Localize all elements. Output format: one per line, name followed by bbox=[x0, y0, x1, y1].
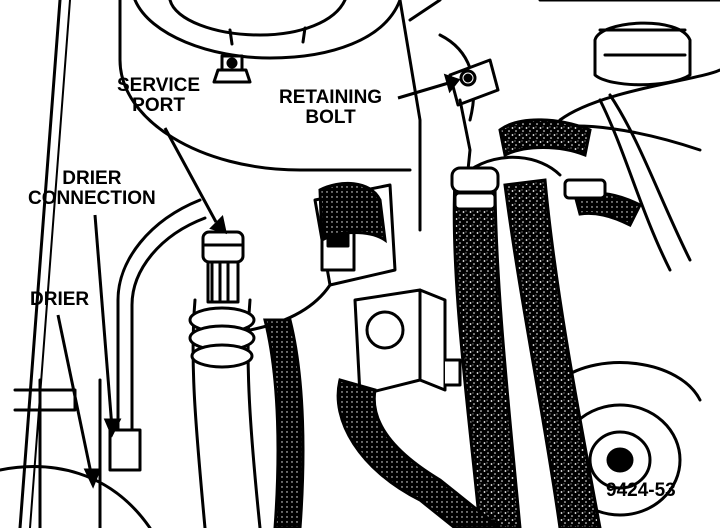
service-port-label-line1: SERVICE bbox=[117, 75, 201, 96]
drier-label-text: DRIER bbox=[30, 289, 90, 310]
service-port-label-line2: PORT bbox=[132, 95, 185, 116]
figure-code: 9424-53 bbox=[606, 480, 676, 501]
retaining-bolt-label: RETAINING BOLT bbox=[279, 88, 382, 128]
valve-block bbox=[313, 183, 462, 397]
drier-leader bbox=[56, 314, 94, 479]
textured-hoses bbox=[263, 118, 643, 528]
retaining-bolt-label-line2: BOLT bbox=[305, 107, 356, 128]
ac-line bbox=[188, 283, 332, 528]
drier-connection-label-line2: CONNECTION bbox=[28, 188, 156, 209]
drier-canister bbox=[0, 198, 207, 528]
drier-connection-label-line1: DRIER bbox=[62, 168, 122, 189]
service-port-arrowhead bbox=[209, 214, 228, 235]
drier-arrowhead bbox=[83, 468, 102, 489]
drier-connection-label: DRIER CONNECTION bbox=[28, 169, 156, 209]
reservoir bbox=[538, 0, 720, 272]
strut-nut bbox=[212, 54, 252, 84]
leader-lines bbox=[56, 73, 461, 489]
hose-fittings bbox=[450, 166, 607, 211]
retaining-bolt-label-line1: RETAINING bbox=[279, 87, 383, 108]
service-port-fitting bbox=[201, 230, 245, 304]
strut-tower bbox=[118, 0, 476, 232]
drier-connection-arrowhead bbox=[103, 418, 122, 438]
drier-connection-leader bbox=[93, 214, 114, 429]
retaining-bolt-leader bbox=[397, 80, 453, 100]
retaining-bolt-arrowhead bbox=[443, 73, 461, 94]
service-port-label: SERVICE PORT bbox=[117, 76, 200, 116]
service-port-leader bbox=[163, 127, 218, 223]
drier-label: DRIER bbox=[30, 290, 89, 310]
